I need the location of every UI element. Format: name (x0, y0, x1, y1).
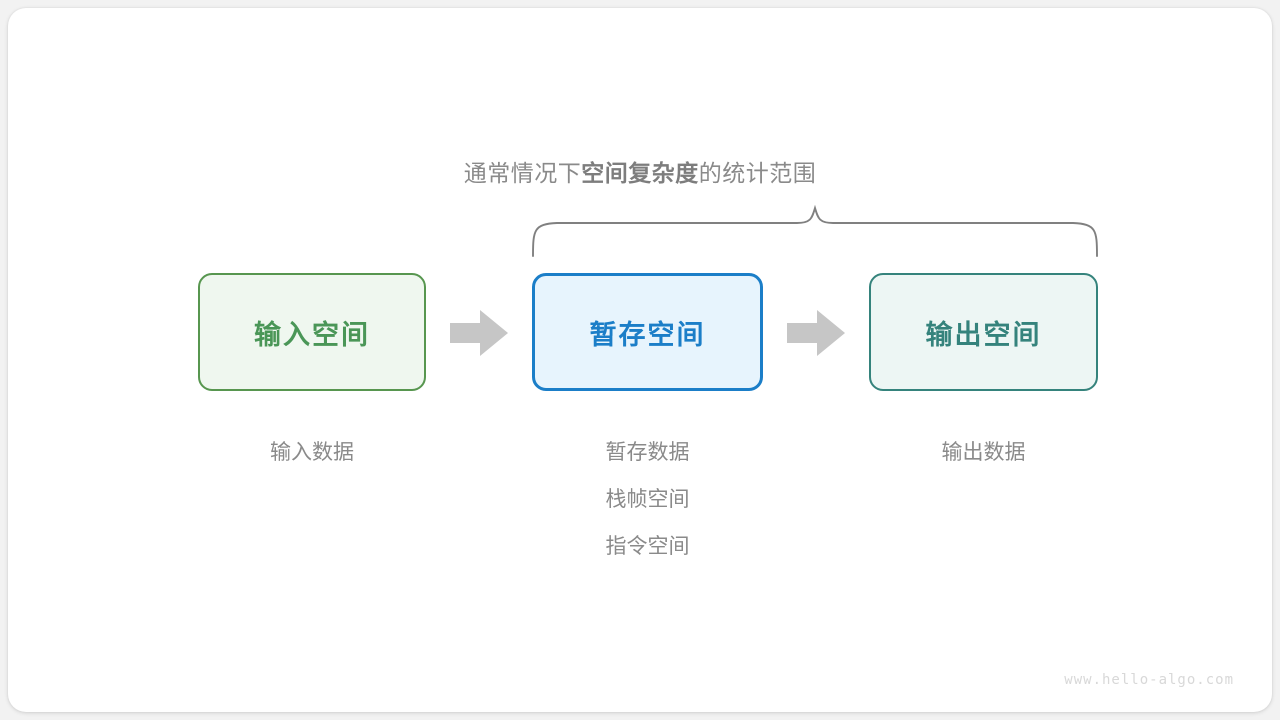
node-output-space-label: 输出空间 (925, 319, 1042, 350)
node-temp-space-label: 暂存空间 (589, 319, 706, 350)
scope-title: 通常情况下空间复杂度的统计范围 (8, 154, 1272, 188)
caption-item: 输入数据 (270, 441, 354, 464)
node-output-space[interactable]: 输出空间 (869, 273, 1098, 391)
scope-brace-icon (532, 204, 1098, 257)
node-temp-space[interactable]: 暂存空间 (532, 273, 763, 391)
diagram-card: 通常情况下空间复杂度的统计范围 输入空间 暂存空间 输出空间 输入数据 (8, 8, 1272, 712)
scope-title-prefix: 通常情况下 (463, 160, 582, 186)
caption-item: 指令空间 (605, 535, 690, 558)
node-input-space[interactable]: 输入空间 (198, 273, 426, 391)
caption-item: 输出数据 (941, 441, 1026, 464)
caption-group-input: 输入数据 (198, 429, 426, 476)
scope-title-suffix: 的统计范围 (698, 160, 817, 186)
arrow-right-icon (787, 310, 845, 356)
arrow-right-icon (450, 310, 508, 356)
watermark: www.hello-algo.com (1064, 672, 1234, 688)
caption-group-temp: 暂存数据 栈帧空间 指令空间 (532, 429, 763, 570)
node-input-space-label: 输入空间 (254, 319, 370, 350)
scope-title-strong: 空间复杂度 (581, 160, 699, 186)
caption-item: 暂存数据 (605, 441, 690, 464)
caption-group-output: 输出数据 (869, 429, 1098, 476)
caption-item: 栈帧空间 (605, 488, 690, 511)
